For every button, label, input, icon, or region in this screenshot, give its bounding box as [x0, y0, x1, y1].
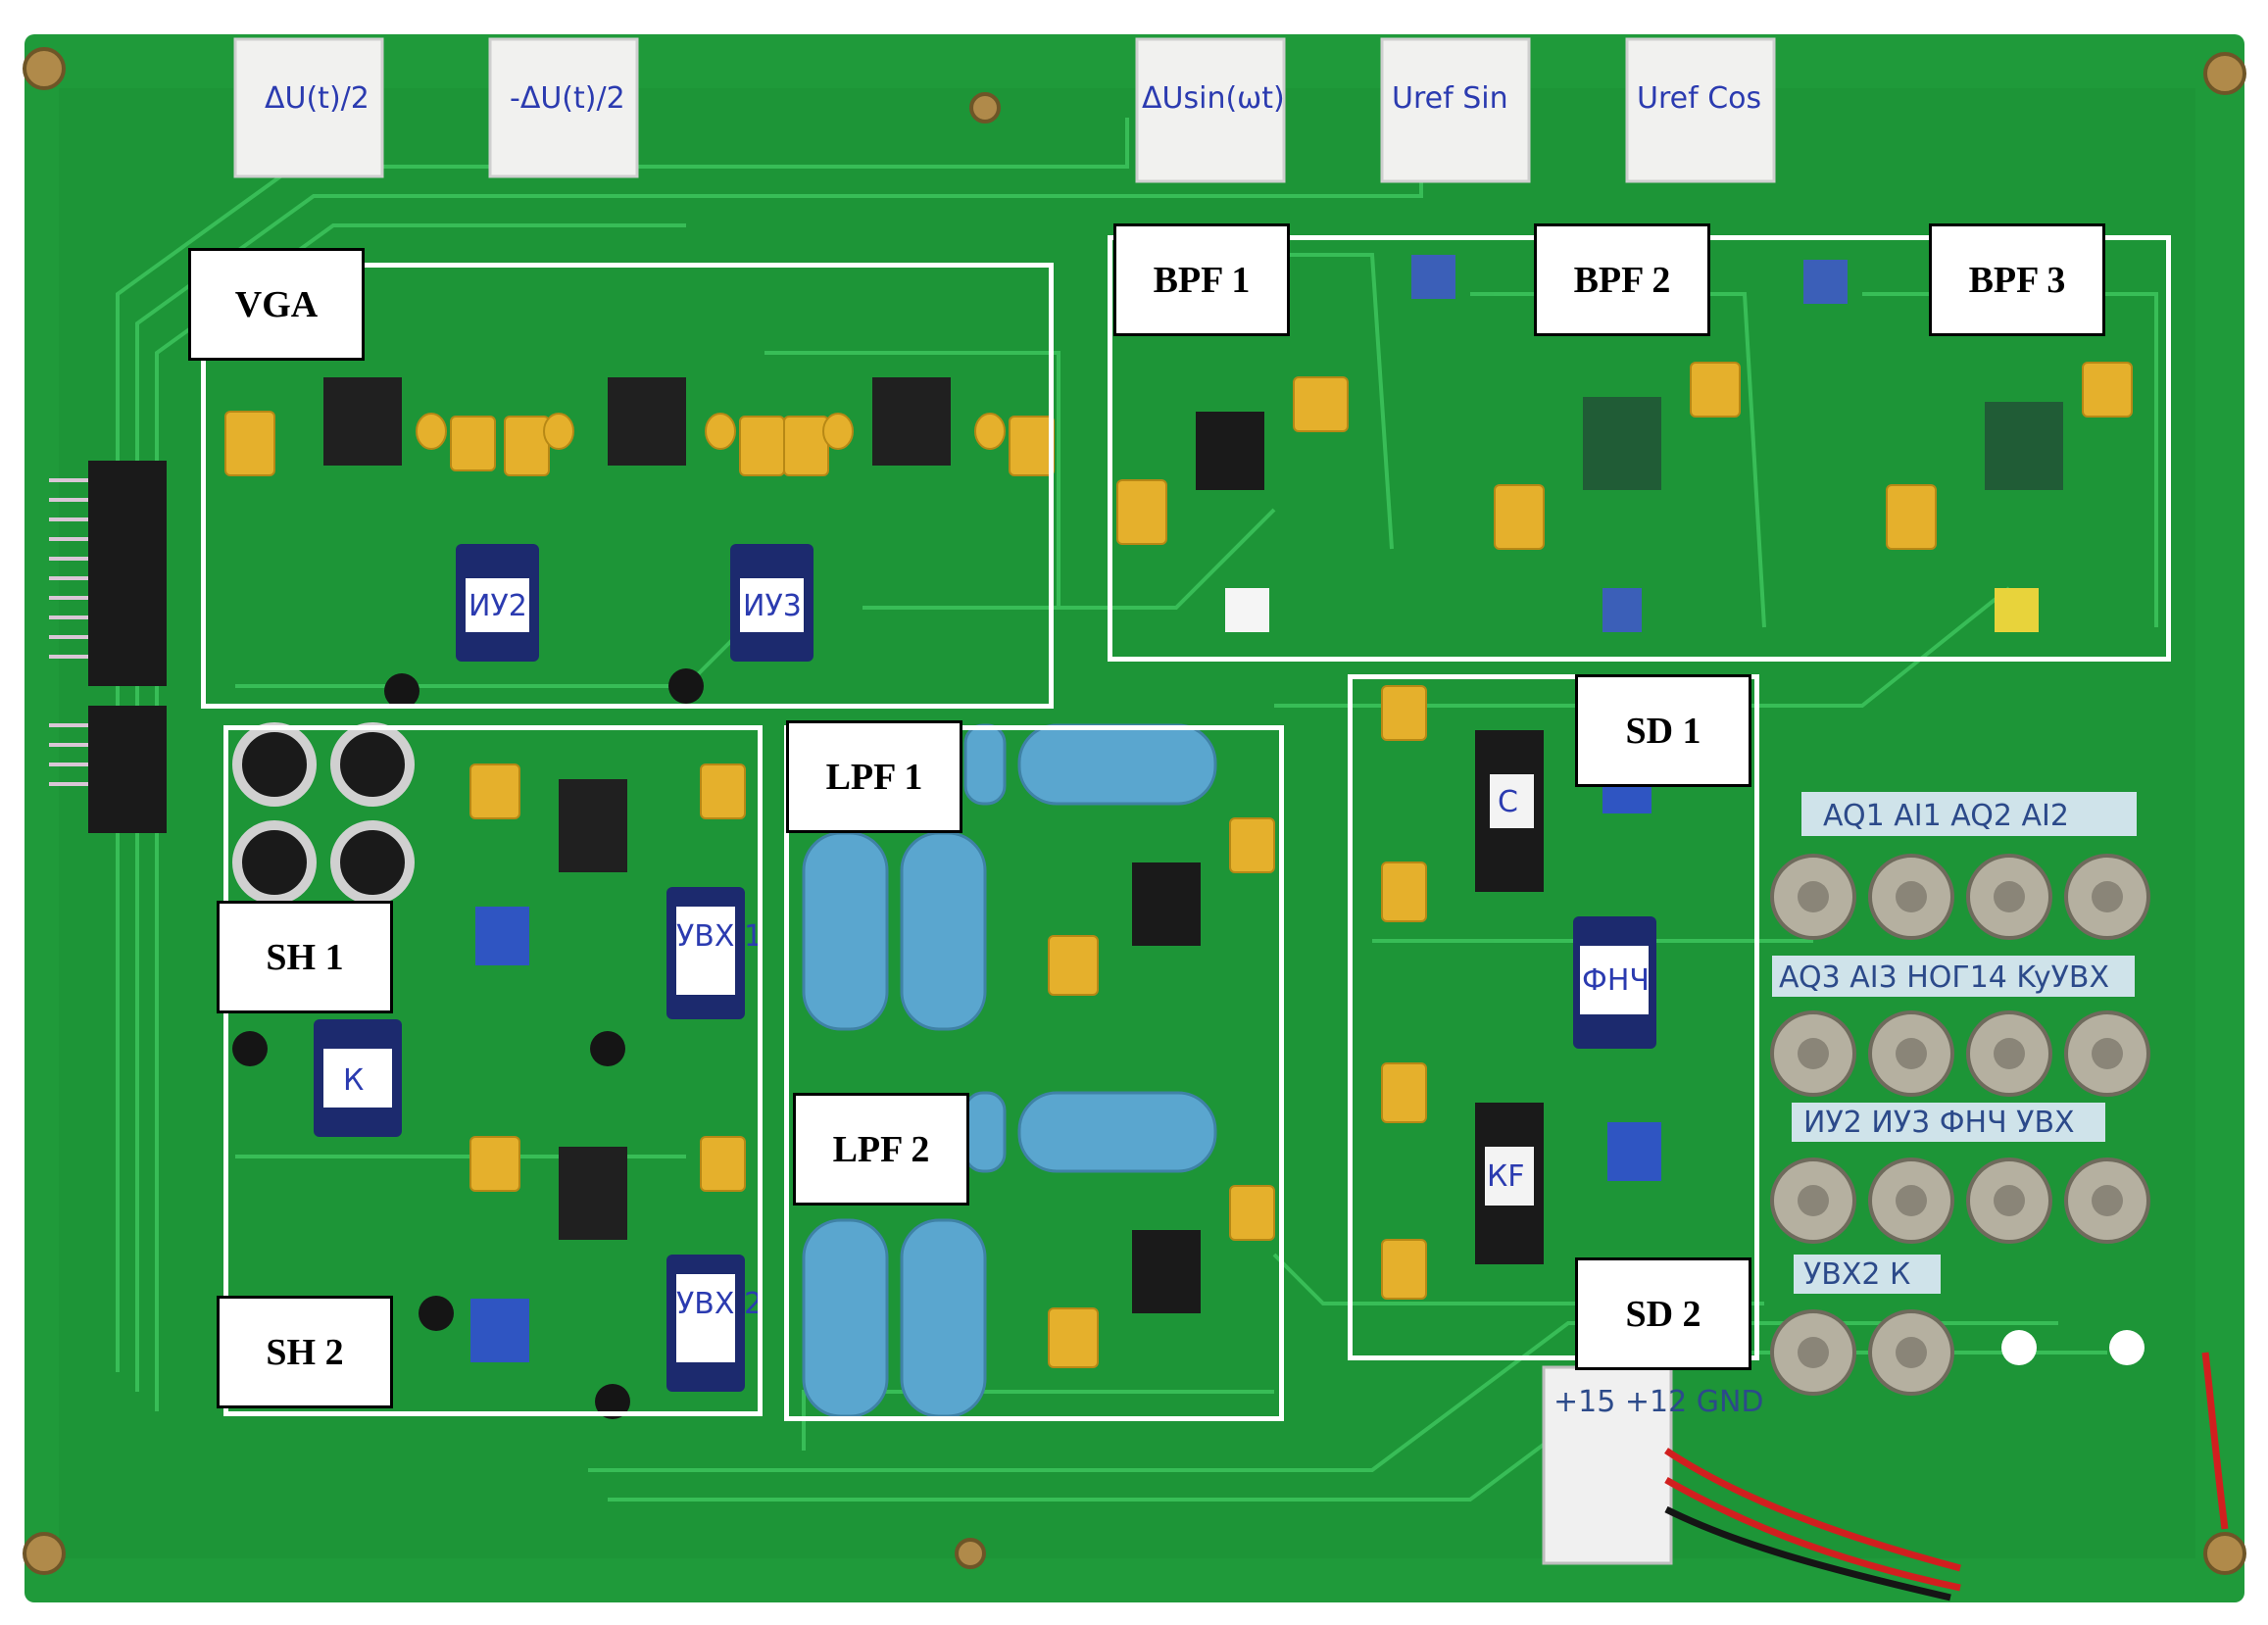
- sd2-label: SD 2: [1575, 1257, 1751, 1370]
- sh2-module-label: УВХ 2: [676, 1287, 763, 1321]
- sh1-module-label: УВХ 1: [676, 919, 763, 954]
- bpf-components: [1116, 255, 2133, 632]
- connector-label-1: ΔU(t)/2: [265, 81, 370, 116]
- vga-components: ИУ2 ИУ3: [224, 377, 1055, 709]
- lpf-components: [802, 723, 1275, 1418]
- lpf-region: [784, 725, 1284, 1421]
- switch-row-1: AQ1 AI1 AQ2 AI2: [1823, 799, 2069, 833]
- sh1-label: SH 1: [217, 901, 393, 1013]
- sd1-label: SD 1: [1575, 674, 1751, 787]
- lpf2-label: LPF 2: [793, 1093, 969, 1206]
- bpf1-label: BPF 1: [1113, 223, 1290, 336]
- sd2-chip-label: КF: [1487, 1159, 1525, 1194]
- vga-module-label-2: ИУ3: [743, 589, 802, 623]
- bpf2-label: BPF 2: [1534, 223, 1710, 336]
- switch-row-2: AQ3 AI3 НОГ14 KyУВХ: [1779, 960, 2109, 995]
- vga-region: [201, 263, 1054, 709]
- connector-label-3: ΔUsin(ωt): [1142, 81, 1285, 116]
- lpf1-label: LPF 1: [786, 720, 962, 833]
- power-connector: +15 +12 GND: [1542, 1352, 2229, 1601]
- vga-label: VGA: [188, 248, 365, 361]
- sd-components: С КF ФНЧ: [1381, 685, 1661, 1300]
- switch-panel: AQ1 AI1 AQ2 AI2 AQ3 AI3 НОГ14 KyУВХ ИУ2 …: [1770, 792, 2150, 1396]
- connector-label-5: Uref Cos: [1637, 81, 1761, 116]
- sh2-label: SH 2: [217, 1296, 393, 1408]
- switch-row-4: УВХ2 К: [1803, 1257, 1910, 1292]
- sh-region: [223, 725, 763, 1416]
- switch-row-3: ИУ2 ИУ3 ФНЧ УВХ: [1803, 1106, 2075, 1140]
- power-label: +15 +12 GND: [1553, 1385, 1763, 1419]
- sh-components: УВХ 1 УВХ 2 К: [232, 722, 763, 1419]
- connector-label-2: -ΔU(t)/2: [510, 81, 625, 116]
- k-module-label: К: [343, 1063, 364, 1098]
- sd-region: [1348, 674, 1759, 1360]
- sd-module-label: ФНЧ: [1582, 963, 1650, 998]
- bpf3-label: BPF 3: [1929, 223, 2105, 336]
- connector-label-4: Uref Sin: [1392, 81, 1508, 116]
- vga-module-label-1: ИУ2: [468, 589, 527, 623]
- standoffs: [23, 47, 2246, 1575]
- top-connectors: ΔU(t)/2 -ΔU(t)/2 ΔUsin(ωt) Uref Sin Uref…: [233, 37, 1776, 183]
- sd1-chip-label: С: [1498, 785, 1518, 819]
- left-headers: [49, 461, 167, 833]
